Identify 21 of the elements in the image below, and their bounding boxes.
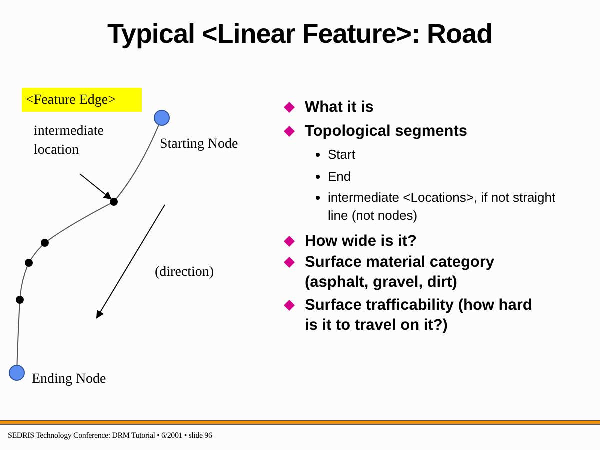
slide-title: Typical <Linear Feature>: Road xyxy=(106,18,494,51)
annotation-text: intermediate location xyxy=(34,122,114,166)
feature-edge-line xyxy=(116,124,160,200)
node-caption: Ending Node xyxy=(32,371,106,389)
footer-text: SEDRIS Technology Conference: DRM Tutorial • 6/2001 • slide 96 xyxy=(8,430,212,442)
feature-edge-line xyxy=(30,245,43,260)
sub-bullet-text: End xyxy=(328,168,352,186)
node-caption: Starting Node xyxy=(160,136,238,154)
feature-edge-line xyxy=(16,304,20,366)
bullet-text: Topological segments xyxy=(305,122,468,142)
feature-edge-line xyxy=(48,203,111,242)
bullet-text: What it is xyxy=(305,98,375,118)
direction-label: (direction) xyxy=(155,264,214,282)
highlight-label: <Feature Edge> xyxy=(22,88,142,112)
sub-bullet-text: Start xyxy=(328,146,356,164)
feature-edge-line xyxy=(20,266,28,297)
bullet-text: Surface material category (asphalt, gravel, dirt) xyxy=(305,253,496,293)
sub-bullet-text: intermediate <Locations>, if not straight line (not nodes) xyxy=(328,189,557,225)
bullet-text: How wide is it? xyxy=(305,232,418,252)
bullet-text: Surface trafficability (how hard is it to travel on it?) xyxy=(305,296,534,336)
leader-arrow xyxy=(80,174,112,200)
